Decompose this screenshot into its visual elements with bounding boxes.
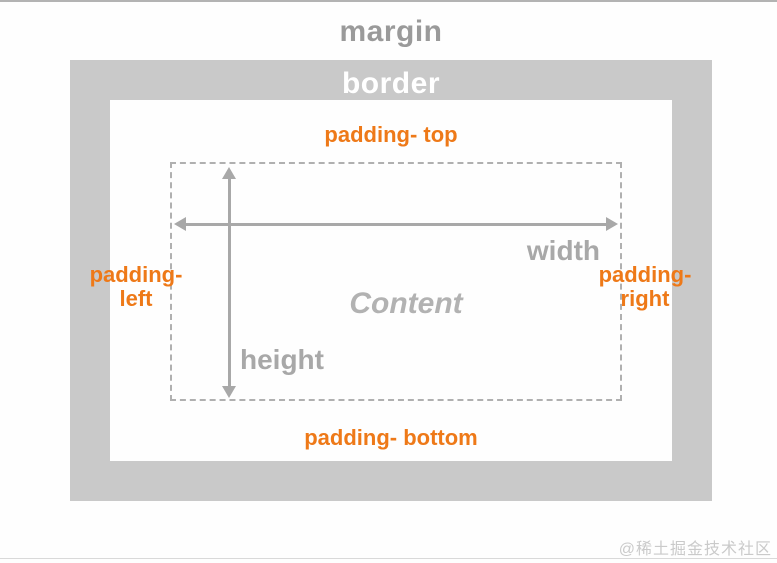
padding-left-label: padding- left	[66, 263, 206, 311]
watermark-text: @稀土掘金技术社区	[618, 541, 772, 558]
width-label: width	[526, 235, 600, 266]
arrowhead-up-icon	[222, 167, 236, 179]
padding-right-label: padding- right	[575, 263, 715, 311]
top-divider	[0, 0, 777, 2]
arrow-shaft	[182, 223, 610, 226]
padding-top-label: padding- top	[324, 122, 458, 147]
arrowhead-down-icon	[222, 386, 236, 398]
margin-label: margin	[339, 15, 443, 48]
height-label: height	[240, 344, 324, 375]
bottom-divider	[0, 558, 777, 559]
content-label: Content	[349, 287, 463, 320]
content-dashed-box	[170, 162, 622, 401]
padding-bottom-label: padding- bottom	[304, 425, 478, 450]
padding-left-line1: padding-	[89, 262, 183, 287]
arrow-shaft	[228, 175, 231, 390]
padding-right-line2: right	[620, 286, 670, 311]
arrowhead-left-icon	[174, 217, 186, 231]
padding-right-line1: padding-	[598, 262, 692, 287]
arrowhead-right-icon	[606, 217, 618, 231]
border-label: border	[341, 67, 440, 100]
padding-left-line2: left	[119, 286, 153, 311]
